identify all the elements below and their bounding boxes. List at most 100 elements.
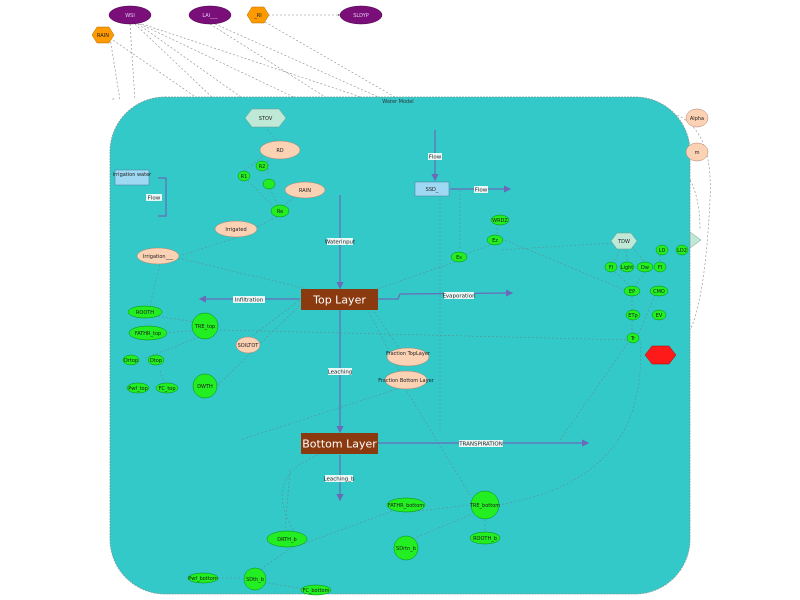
svg-text:ROOTH: ROOTH — [136, 310, 154, 316]
node-tr[interactable]: Tr — [626, 332, 640, 344]
node-rd[interactable]: RD — [259, 140, 301, 160]
svg-text:m: m — [695, 150, 700, 156]
svg-text:EP: EP — [629, 289, 635, 295]
svg-text:Es: Es — [456, 255, 462, 261]
node-sdth-b[interactable]: SDth_b — [243, 567, 267, 591]
node-pwf-bottom[interactable]: Pwf_bottom — [187, 572, 219, 584]
top-layer-rect[interactable] — [301, 289, 378, 310]
svg-text:ETp: ETp — [628, 313, 637, 319]
node-ld[interactable]: LD — [655, 244, 669, 256]
leaching-b-label: Leaching_b — [324, 477, 355, 483]
node-dw[interactable]: Dw — [636, 261, 654, 273]
node-ev[interactable]: EV — [651, 309, 667, 321]
node-fc-bottom[interactable]: FC_bottom — [300, 584, 332, 596]
node-fi-right[interactable]: FI — [653, 261, 667, 273]
node-fc-top[interactable]: FC_top — [155, 382, 179, 394]
node-pwf-top[interactable]: Pwf_top — [126, 382, 150, 394]
svg-text:LD: LD — [659, 248, 666, 254]
node-ssd[interactable]: SSD_ — [414, 181, 450, 197]
svg-text:FATHR_bottom: FATHR_bottom — [388, 503, 424, 509]
transpiration-label: TRANSPIRATION — [458, 442, 503, 448]
waterinput-label-bg — [327, 238, 353, 245]
node-soiltot[interactable]: SOILTOT — [235, 336, 261, 354]
node-r1[interactable]: R1 — [237, 170, 251, 182]
node-irrigation-water[interactable]: irrigation water — [113, 169, 152, 186]
svg-text:LAI___: LAI___ — [202, 13, 218, 19]
node-ez[interactable]: Ez — [486, 234, 504, 246]
flow-ssd-right-label-bg — [474, 186, 488, 193]
node-drth-b[interactable]: DRTH_b — [266, 530, 308, 548]
flow-ssd-right-label: Flow — [475, 188, 488, 194]
node-cmo[interactable]: CMO — [649, 285, 669, 297]
bottom-layer-rect[interactable] — [301, 433, 378, 454]
node-tre-bottom[interactable]: TRE_bottom — [469, 490, 500, 520]
flow-ssd-top-label-bg — [428, 153, 442, 160]
node-rooth[interactable]: ROOTH — [127, 305, 163, 319]
bottom-layer-label: Bottom Layer — [302, 438, 377, 451]
leaching-label-bg — [328, 368, 352, 375]
green-nodes: R1 R2 Re ROOTH FATHR_top TRE_top Drtop — [122, 160, 689, 596]
svg-text:Irrigation___: Irrigation___ — [143, 254, 174, 260]
svg-text:Alpha: Alpha — [690, 116, 704, 122]
node-sdrtn-b[interactable]: SDrtn_b — [393, 535, 419, 561]
node-alpha[interactable]: Alpha — [685, 108, 709, 128]
node-rain[interactable]: RAIN — [284, 181, 326, 199]
node-dwth[interactable]: DWTH — [192, 373, 218, 399]
node-red-hex[interactable] — [644, 345, 677, 365]
svg-text:irrigation water: irrigation water — [113, 172, 152, 178]
node-fath-bottom[interactable]: FATHR_bottom — [386, 497, 426, 513]
water-model-panel — [109, 96, 691, 595]
bottom-layer-box[interactable]: Bottom Layer — [301, 433, 378, 454]
node-etp[interactable]: ETp — [625, 309, 641, 321]
node-fraction-top[interactable]: Fraction TopLayer — [386, 347, 431, 367]
svg-text:SOILTOT: SOILTOT — [238, 343, 260, 349]
waterinput-label: Waterinput — [325, 240, 356, 246]
stray-mark: ° — [112, 98, 115, 104]
svg-text:Fraction Bottom Layer: Fraction Bottom Layer — [378, 378, 434, 384]
node-tdw[interactable]: TDW — [610, 232, 638, 250]
node-irrigation-fn[interactable]: Irrigation___ — [136, 247, 180, 265]
top-layer-box[interactable]: Top Layer — [301, 289, 378, 310]
evaporation-label-bg — [444, 292, 474, 299]
node-ld-hex[interactable] — [689, 231, 702, 249]
node-lai[interactable]: LAI___ — [188, 5, 232, 25]
node-ri[interactable]: _RI — [246, 6, 270, 24]
node-es[interactable]: Es — [450, 251, 468, 263]
svg-text:TRE_top: TRE_top — [194, 324, 215, 330]
node-ep[interactable]: EP — [623, 285, 641, 297]
node-rooth-b[interactable]: ROOTH_b — [469, 531, 501, 545]
external-links — [109, 13, 711, 331]
svg-text:SDrtn_b: SDrtn_b — [396, 546, 416, 552]
svg-text:SSD_: SSD_ — [426, 187, 439, 193]
transpiration-label-bg — [459, 440, 503, 447]
node-m[interactable]: m — [685, 142, 709, 162]
node-irrigated[interactable]: Irrigated — [214, 220, 258, 238]
node-tre-top[interactable]: TRE_top — [191, 312, 219, 340]
svg-text:FC_top: FC_top — [158, 386, 175, 392]
node-wrdz[interactable]: WRDZ — [490, 214, 510, 226]
node-fraction-bottom[interactable]: Fraction Bottom Layer — [378, 370, 435, 390]
svg-text:Dw: Dw — [641, 265, 649, 271]
node-light[interactable]: Light — [619, 261, 635, 273]
svg-text:ROOTH_b: ROOTH_b — [473, 536, 497, 542]
svg-text:R1: R1 — [241, 174, 248, 180]
node-stov[interactable]: STOV — [244, 108, 287, 128]
node-fath-top[interactable]: FATHR_top — [128, 325, 168, 341]
node-drtop[interactable]: Drtop — [122, 354, 140, 366]
leaching-b-label-bg — [325, 475, 353, 482]
node-fi-left[interactable]: FI — [604, 261, 618, 273]
svg-text:TDW: TDW — [617, 239, 630, 245]
svg-text:WRDZ: WRDZ — [492, 218, 508, 224]
node-re-main[interactable]: Re — [270, 204, 290, 218]
node-re[interactable] — [262, 178, 276, 190]
svg-text:R2: R2 — [259, 164, 266, 170]
node-sldyp[interactable]: SLDYP — [339, 5, 383, 25]
svg-text:Irrigated: Irrigated — [225, 227, 246, 233]
node-rain-hex[interactable]: RAIN — [91, 26, 115, 44]
infiltration-label-bg — [233, 296, 265, 303]
node-wsi[interactable]: WSI — [108, 5, 152, 25]
flow-labels: Flow Waterinput Infiltration Evaporation… — [146, 153, 503, 483]
node-dtop[interactable]: Dtop — [147, 354, 165, 366]
node-r2[interactable]: R2 — [255, 160, 269, 172]
node-ld2[interactable]: LD2 — [675, 244, 689, 256]
